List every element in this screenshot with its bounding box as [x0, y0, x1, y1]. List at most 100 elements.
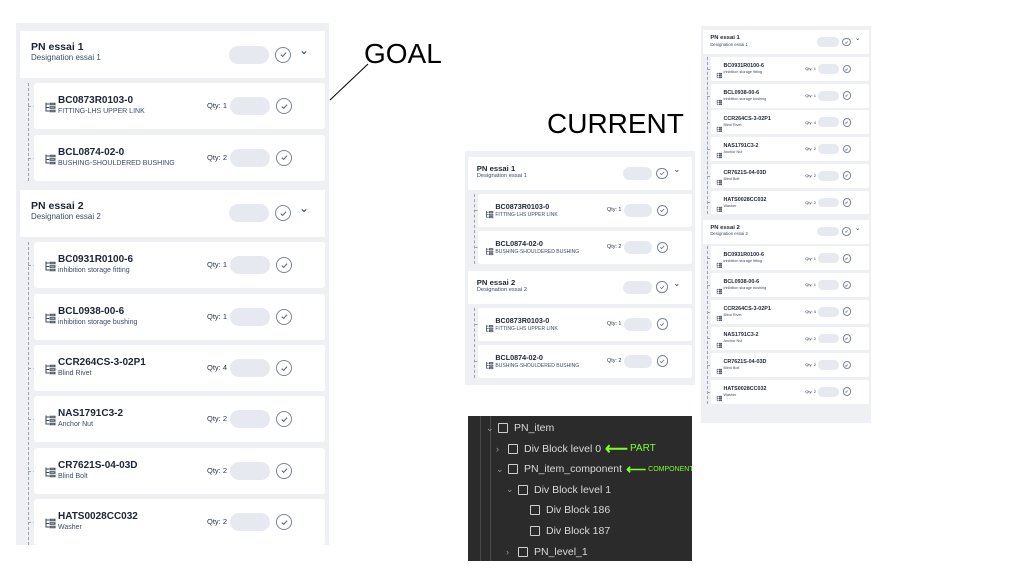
check-circle-icon[interactable] [276, 411, 292, 428]
check-circle-icon[interactable] [842, 118, 852, 127]
checkbox-icon[interactable] [508, 443, 518, 454]
check-circle-icon[interactable] [656, 355, 669, 367]
check-circle-icon[interactable] [842, 64, 852, 74]
pn-input-field[interactable] [622, 166, 652, 180]
check-circle-icon[interactable] [842, 91, 852, 100]
quantity-input[interactable] [817, 197, 840, 208]
check-circle-icon[interactable] [656, 318, 669, 330]
check-circle-icon[interactable] [656, 241, 669, 254]
check-circle-icon[interactable] [275, 205, 291, 222]
navigator-row[interactable]: Div Block 187 [518, 521, 610, 541]
quantity-input[interactable] [623, 203, 653, 217]
navigator-row[interactable]: ⌄Div Block level 1 [506, 480, 611, 500]
check-circle-icon[interactable] [842, 280, 852, 290]
check-circle-icon[interactable] [842, 198, 852, 207]
chevron-down-icon[interactable]: ⌄ [496, 463, 504, 474]
check-circle-icon[interactable] [842, 171, 852, 181]
navigator-row[interactable]: ⌄PN_item_component⟵COMPONENT [496, 459, 692, 479]
quantity-input[interactable] [817, 170, 840, 181]
checkbox-icon[interactable] [530, 526, 540, 536]
pn-input-field[interactable] [229, 204, 269, 223]
quantity-input[interactable] [817, 306, 840, 317]
check-circle-icon[interactable] [842, 144, 852, 154]
chevron-right-icon[interactable]: › [496, 443, 499, 454]
quantity-input[interactable] [817, 90, 840, 101]
check-circle-icon[interactable] [276, 514, 292, 531]
checkbox-icon[interactable] [518, 546, 528, 557]
quantity-input[interactable] [623, 354, 653, 368]
check-circle-icon[interactable] [275, 46, 291, 63]
check-circle-icon[interactable] [656, 167, 668, 180]
quantity-input[interactable] [230, 256, 270, 275]
quantity-input[interactable] [230, 513, 270, 532]
check-circle-icon[interactable] [842, 307, 852, 317]
checkbox-icon[interactable] [518, 484, 528, 495]
check-circle-icon[interactable] [276, 98, 292, 115]
quantity-input[interactable] [230, 359, 270, 377]
check-circle-icon[interactable] [276, 308, 292, 325]
quantity-input[interactable] [817, 64, 840, 74]
check-circle-icon[interactable] [276, 257, 292, 274]
check-circle-icon[interactable] [656, 281, 668, 293]
check-circle-icon[interactable] [842, 227, 851, 236]
quantity-input[interactable] [817, 117, 840, 128]
navigator-row[interactable]: Div Block 186 [518, 500, 610, 520]
check-circle-icon[interactable] [842, 253, 852, 263]
check-circle-icon[interactable] [842, 37, 851, 47]
quantity-input[interactable] [817, 386, 840, 397]
navigator-row[interactable]: ›PN_level_1 [506, 542, 588, 561]
quantity-input[interactable] [817, 333, 840, 344]
pn-input-field[interactable] [817, 226, 839, 237]
quantity-input[interactable] [230, 97, 270, 116]
quantity-input[interactable] [230, 410, 270, 429]
pn-input-field[interactable] [817, 37, 839, 47]
chevron-down-icon[interactable]: ⌄ [673, 164, 681, 175]
quantity-input[interactable] [230, 148, 270, 167]
chevron-down-icon[interactable]: ⌄ [854, 35, 861, 43]
quantity-input[interactable] [230, 461, 270, 480]
check-circle-icon[interactable] [656, 204, 669, 217]
navigator-row[interactable]: ›Div Block level 0⟵PART [496, 439, 656, 459]
checkbox-icon[interactable] [498, 423, 508, 433]
check-circle-icon[interactable] [276, 462, 292, 479]
chevron-down-icon[interactable]: ⌄ [854, 224, 861, 232]
quantity-input[interactable] [817, 253, 840, 264]
quantity-input[interactable] [817, 360, 840, 370]
quantity-input[interactable] [817, 280, 840, 290]
chevron-down-icon[interactable]: ⌄ [506, 484, 514, 495]
quantity-input[interactable] [817, 144, 840, 154]
navigator-row[interactable]: ⌄PN_item [486, 418, 554, 438]
chevron-down-icon[interactable]: ⌄ [299, 201, 310, 216]
pn-input-field[interactable] [622, 280, 652, 294]
pn-input-field[interactable] [229, 45, 269, 64]
check-circle-icon[interactable] [276, 149, 292, 166]
